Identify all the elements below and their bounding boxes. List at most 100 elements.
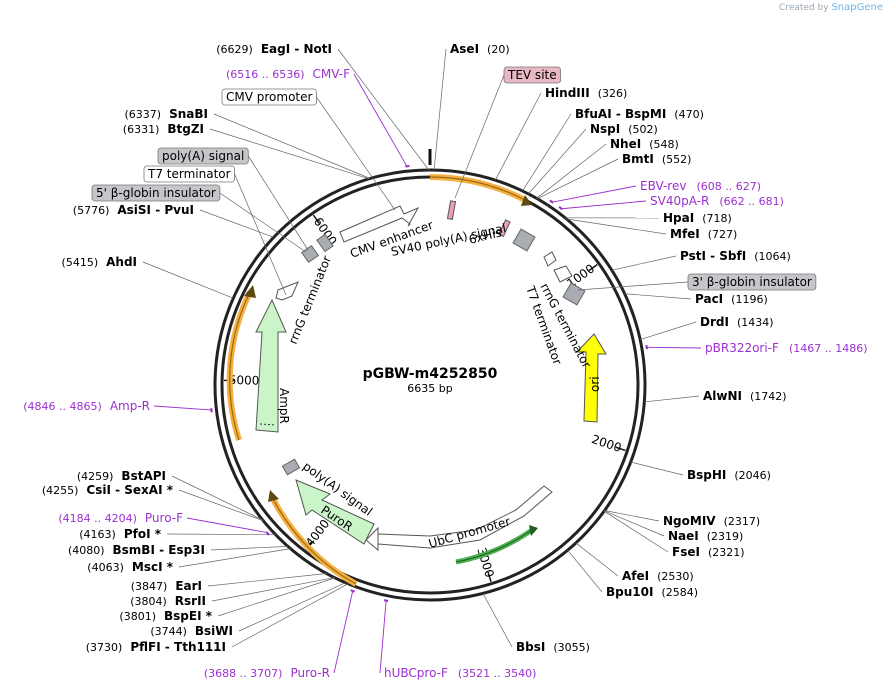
site-7-l-pos: (4080) — [68, 544, 105, 557]
leader-r-16 — [576, 543, 618, 576]
site-15-r-pos: (2321) — [708, 546, 745, 559]
primer-mark-2 — [559, 207, 562, 209]
site-13-r-pos: (2317) — [724, 515, 761, 528]
site-9-r[interactable]: PacI — [695, 292, 723, 306]
site-17-r[interactable]: Bpu10I — [606, 585, 653, 599]
site-9-l-pos: (4255) — [42, 484, 79, 497]
site-8-l[interactable]: PfoI * — [124, 527, 162, 541]
site-8-r[interactable]: PstI - SbfI — [680, 249, 746, 263]
site-0-r[interactable]: AseI — [450, 42, 479, 56]
primer-1-range: (608 .. 627) — [696, 180, 761, 193]
leader-r-17 — [568, 550, 602, 592]
boxed-feature-5[interactable]: 3' β-globin insulator — [692, 275, 812, 289]
primer-leader-5 — [334, 590, 353, 673]
primer-2-name[interactable]: SV40pA-R — [650, 194, 709, 208]
primer-6-name[interactable]: Puro-F — [145, 511, 183, 525]
primer-leader-3 — [646, 347, 701, 348]
leader-r-5 — [537, 159, 618, 199]
boxed-feature-1[interactable]: CMV promoter — [226, 90, 313, 104]
site-3-r-pos: (502) — [628, 123, 658, 136]
site-3-r[interactable]: NspI — [590, 122, 620, 136]
leader-l-14 — [214, 114, 370, 179]
site-14-l[interactable]: SnaBI — [169, 107, 208, 121]
primer-leader-6 — [187, 518, 268, 533]
site-1-r-pos: (326) — [598, 87, 628, 100]
primer-mark-3 — [646, 345, 647, 349]
leader-r-12 — [631, 462, 683, 475]
site-15-r[interactable]: FseI — [672, 545, 700, 559]
site-11-l[interactable]: AhdI — [106, 255, 137, 269]
insulator-3-block — [563, 283, 585, 305]
site-1-r[interactable]: HindIII — [545, 86, 590, 100]
site-0-l-pos: (6629) — [216, 43, 253, 56]
boxed-feature-0[interactable]: TEV site — [507, 68, 557, 82]
site-1-l[interactable]: PflFI - Tth111I — [130, 640, 226, 654]
site-5-l[interactable]: EarI — [175, 579, 202, 593]
primer-7-name[interactable]: Amp-R — [110, 399, 150, 413]
site-9-l[interactable]: CsiI - SexAI * — [86, 483, 173, 497]
leader-l-3 — [218, 578, 335, 616]
site-2-r[interactable]: BfuAI - BspMI — [575, 107, 666, 121]
rrng-arrow-right — [544, 252, 556, 266]
primer-mark-1 — [550, 200, 553, 202]
site-7-l[interactable]: BsmBI - Esp3I — [113, 543, 205, 557]
site-8-l-pos: (4163) — [79, 528, 116, 541]
primer-4-name[interactable]: hUBCpro-F — [384, 666, 448, 680]
site-9-r-pos: (1196) — [731, 293, 768, 306]
site-6-l-pos: (4063) — [87, 561, 124, 574]
primer-leader-2 — [560, 201, 646, 209]
site-12-l[interactable]: AsiSI - PvuI — [117, 203, 194, 217]
primer-5-name[interactable]: Puro-R — [290, 666, 330, 680]
leader-r-10 — [640, 322, 696, 340]
site-16-r[interactable]: AfeI — [622, 569, 649, 583]
site-3-l-pos: (3801) — [119, 610, 156, 623]
primer-2-range: (662 .. 681) — [719, 195, 784, 208]
site-4-l[interactable]: RsrII — [175, 594, 206, 608]
primer-6-range: (4184 .. 4204) — [58, 512, 137, 525]
site-7-r[interactable]: MfeI — [670, 227, 700, 241]
site-10-r[interactable]: DrdI — [700, 315, 729, 329]
site-4-l-pos: (3804) — [130, 595, 167, 608]
leader-l-8 — [167, 534, 276, 535]
site-12-r-pos: (2046) — [734, 469, 771, 482]
boxed-feature-3[interactable]: T7 terminator — [147, 167, 231, 181]
leader-l-4 — [212, 578, 334, 601]
site-11-l-pos: (5415) — [62, 256, 99, 269]
site-10-l[interactable]: BstAPI — [121, 469, 166, 483]
primer-3-name[interactable]: pBR322ori-F — [705, 341, 779, 355]
site-13-l-pos: (6331) — [123, 123, 160, 136]
label-ubc: UbC promoter — [427, 514, 512, 551]
site-11-r[interactable]: AlwNI — [703, 389, 742, 403]
site-1-l-pos: (3730) — [86, 641, 123, 654]
primer-mark-4 — [384, 600, 388, 601]
site-2-l[interactable]: BsiWI — [195, 624, 233, 638]
primer-1-name[interactable]: EBV-rev — [640, 179, 686, 193]
brand-prefix: Created by — [779, 3, 829, 13]
site-3-l[interactable]: BspEI * — [164, 609, 213, 623]
site-4-r[interactable]: NheI — [610, 137, 641, 151]
site-18-r[interactable]: BbsI — [516, 640, 545, 654]
tick-label-2000: 2000 — [590, 432, 623, 455]
site-14-l-pos: (6337) — [125, 108, 162, 121]
site-14-r[interactable]: NaeI — [668, 529, 699, 543]
boxed-feature-2[interactable]: poly(A) signal — [162, 149, 244, 163]
site-6-r[interactable]: HpaI — [663, 211, 694, 225]
leader-l-12 — [200, 210, 274, 237]
leader-r-18 — [483, 593, 512, 647]
plasmid-length: 6635 bp — [407, 382, 452, 395]
site-7-r-pos: (727) — [708, 228, 738, 241]
site-6-l[interactable]: MscI * — [132, 560, 174, 574]
green-arc-bottom-head — [529, 525, 538, 536]
site-0-l[interactable]: EagI - NotI — [261, 42, 332, 56]
site-12-r[interactable]: BspHI — [687, 468, 726, 482]
leader-r-15 — [604, 511, 668, 552]
site-5-r[interactable]: BmtI — [622, 152, 654, 166]
leader-l-1 — [232, 584, 348, 647]
site-13-r[interactable]: NgoMIV — [663, 514, 716, 528]
site-13-l[interactable]: BtgZI — [167, 122, 204, 136]
boxed-feature-4[interactable]: 5' β-globin insulator — [96, 186, 216, 200]
boxed-feature-leader-5 — [578, 282, 688, 290]
leader-r-3 — [528, 129, 586, 194]
polya-block-2 — [282, 459, 299, 475]
primer-0-name[interactable]: CMV-F — [313, 67, 351, 81]
